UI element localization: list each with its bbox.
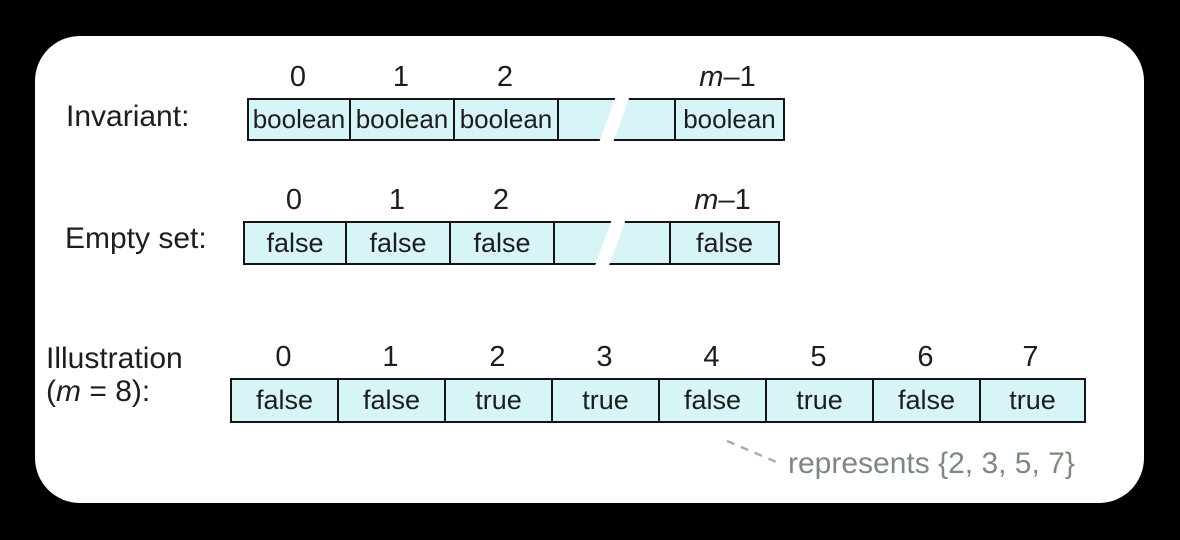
illustration-indices: 0 1 2 3 4 5 6 7 [230,342,1082,372]
array-cell: false [671,223,778,263]
cell-value: false [473,227,531,258]
cell-value: true [1009,385,1056,415]
array-ellipsis-segment [555,213,671,277]
empty-set-indices: 0 1 2 m–1 [243,185,776,215]
cell-value: false [255,385,314,415]
cell-value: boolean [355,104,449,134]
diagram-panel: Invariant: 0 1 2 m–1 boolean boolean boo… [35,36,1144,503]
array-cell: false [339,380,446,421]
index-label-m-minus-1: m–1 [674,62,781,92]
index-label: 0 [275,341,292,373]
index-label: 2 [489,341,506,373]
illustration-label-line1: Illustration [46,342,183,375]
cell-value: false [266,227,324,258]
array-cell: true [767,380,874,421]
illustration-label-line2: (m = 8): [46,375,183,408]
m-variable: m [694,184,719,216]
array-cell: false [451,223,555,263]
index-gap [557,62,674,92]
cell-value: true [796,385,843,415]
represents-annotation: represents {2, 3, 5, 7} [788,447,1075,480]
m-minus-one-suffix: –1 [723,61,756,93]
array-cell: boolean [455,100,559,139]
cell-value: false [369,227,427,258]
m-minus-one-suffix: –1 [718,184,751,216]
index-label: 6 [917,341,934,373]
index-label: 1 [388,184,406,216]
index-label: 0 [285,184,303,216]
empty-set-array: false false false false [243,213,780,277]
cell-value: boolean [252,104,346,134]
illustration-label: Illustration (m = 8): [46,342,183,408]
index-label-m-minus-1: m–1 [669,185,776,215]
cell-value: false [897,385,956,415]
cell-value: false [362,385,421,415]
index-label: 4 [703,341,720,373]
cell-value: true [475,385,522,415]
m-variable: m [56,375,81,408]
array-cell: false [245,223,347,263]
empty-set-label: Empty set: [65,222,207,255]
array-cell: boolean [351,100,455,139]
index-label: 1 [382,341,399,373]
invariant-label: Invariant: [66,100,190,133]
illustration-array: false false true true false true false t… [230,378,1086,423]
array-cell: false [874,380,981,421]
array-cell: false [347,223,451,263]
array-ellipsis-segment [559,90,676,154]
array-cell: true [446,380,553,421]
cell-value: true [582,385,629,415]
invariant-indices: 0 1 2 m–1 [247,62,781,92]
array-cell: false [660,380,767,421]
array-cell: boolean [676,100,783,139]
index-label: 1 [392,61,410,93]
index-label: 7 [1022,341,1039,373]
m-variable: m [699,61,724,93]
index-label: 5 [810,341,827,373]
array-cell: true [553,380,660,421]
array-break-slash-icon [592,213,627,277]
invariant-array: boolean boolean boolean boolean [247,90,785,154]
array-cell: boolean [249,100,351,139]
m-equals-8-suffix: = 8): [81,375,151,408]
paren-open: ( [46,375,56,408]
index-gap [553,185,669,215]
cell-value: boolean [683,104,776,134]
array-cell: true [981,380,1084,421]
array-cell: false [232,380,339,421]
cell-value: false [683,385,742,415]
index-label: 0 [289,61,307,93]
array-break-slash-icon [597,90,631,154]
cell-value: boolean [459,104,553,134]
index-label: 2 [496,61,514,93]
cell-value: false [695,227,754,258]
index-label: 3 [596,341,613,373]
index-label: 2 [492,184,510,216]
dashed-connector-line [726,439,782,466]
